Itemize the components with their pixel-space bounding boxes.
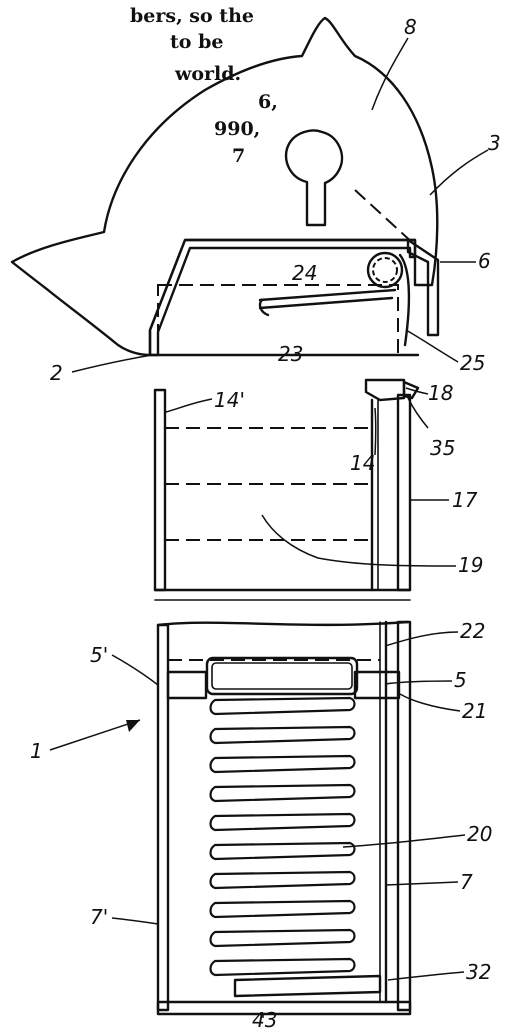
cropped-text-line: world. (174, 63, 241, 85)
spring-coil (209, 957, 356, 977)
cropped-text-block: bers, so the to be world. 6, 990, 7 (130, 5, 278, 167)
spring-coil (209, 783, 356, 803)
spring-coil (209, 754, 356, 774)
label-43: 43 (252, 1008, 277, 1029)
spring-coil (209, 928, 356, 948)
label-20: 20 (467, 822, 492, 846)
spring-coil (209, 841, 356, 861)
label-18: 18 (428, 381, 453, 405)
arrow-head-1 (126, 720, 140, 732)
label-6: 6 (478, 249, 491, 273)
label-5-prime: 5' (90, 643, 108, 667)
label-19: 19 (458, 553, 483, 577)
label-23: 23 (278, 342, 303, 366)
label-32: 32 (466, 960, 491, 984)
label-5: 5 (454, 668, 467, 692)
cropped-text-line: 6, (258, 91, 278, 113)
label-7-prime: 7' (90, 905, 108, 929)
spring-20 (209, 696, 356, 977)
label-21: 21 (462, 699, 487, 723)
lower-tube (156, 620, 412, 1016)
label-22: 22 (460, 619, 485, 643)
cropped-text-line: 990, (214, 118, 260, 140)
label-35: 35 (430, 436, 455, 460)
label-24: 24 (292, 261, 317, 285)
label-14: 14 (350, 451, 375, 475)
cropped-text-line: 7 (232, 145, 245, 167)
cap-assembly (148, 238, 440, 357)
label-25: 25 (460, 351, 485, 375)
upper-tube (153, 378, 420, 601)
label-14-prime: 14' (214, 388, 245, 412)
cropped-text-line: to be (170, 31, 223, 53)
label-1: 1 (30, 739, 43, 763)
label-2: 2 (50, 361, 63, 385)
label-8: 8 (404, 15, 417, 39)
label-3: 3 (488, 131, 501, 155)
spring-coil (209, 812, 356, 832)
spring-coil (209, 725, 356, 745)
cropped-text-line: bers, so the (130, 5, 254, 27)
reference-labels: 8 3 6 24 23 25 2 14' 18 14 35 17 19 22 5… (30, 15, 501, 1029)
head-part-8 (10, 16, 439, 357)
label-17: 17 (452, 488, 478, 512)
spring-coil (209, 696, 356, 716)
spring-coil (209, 870, 356, 890)
leader-lines (49, 37, 489, 1018)
spring-coil (209, 899, 356, 919)
label-7: 7 (460, 870, 473, 894)
